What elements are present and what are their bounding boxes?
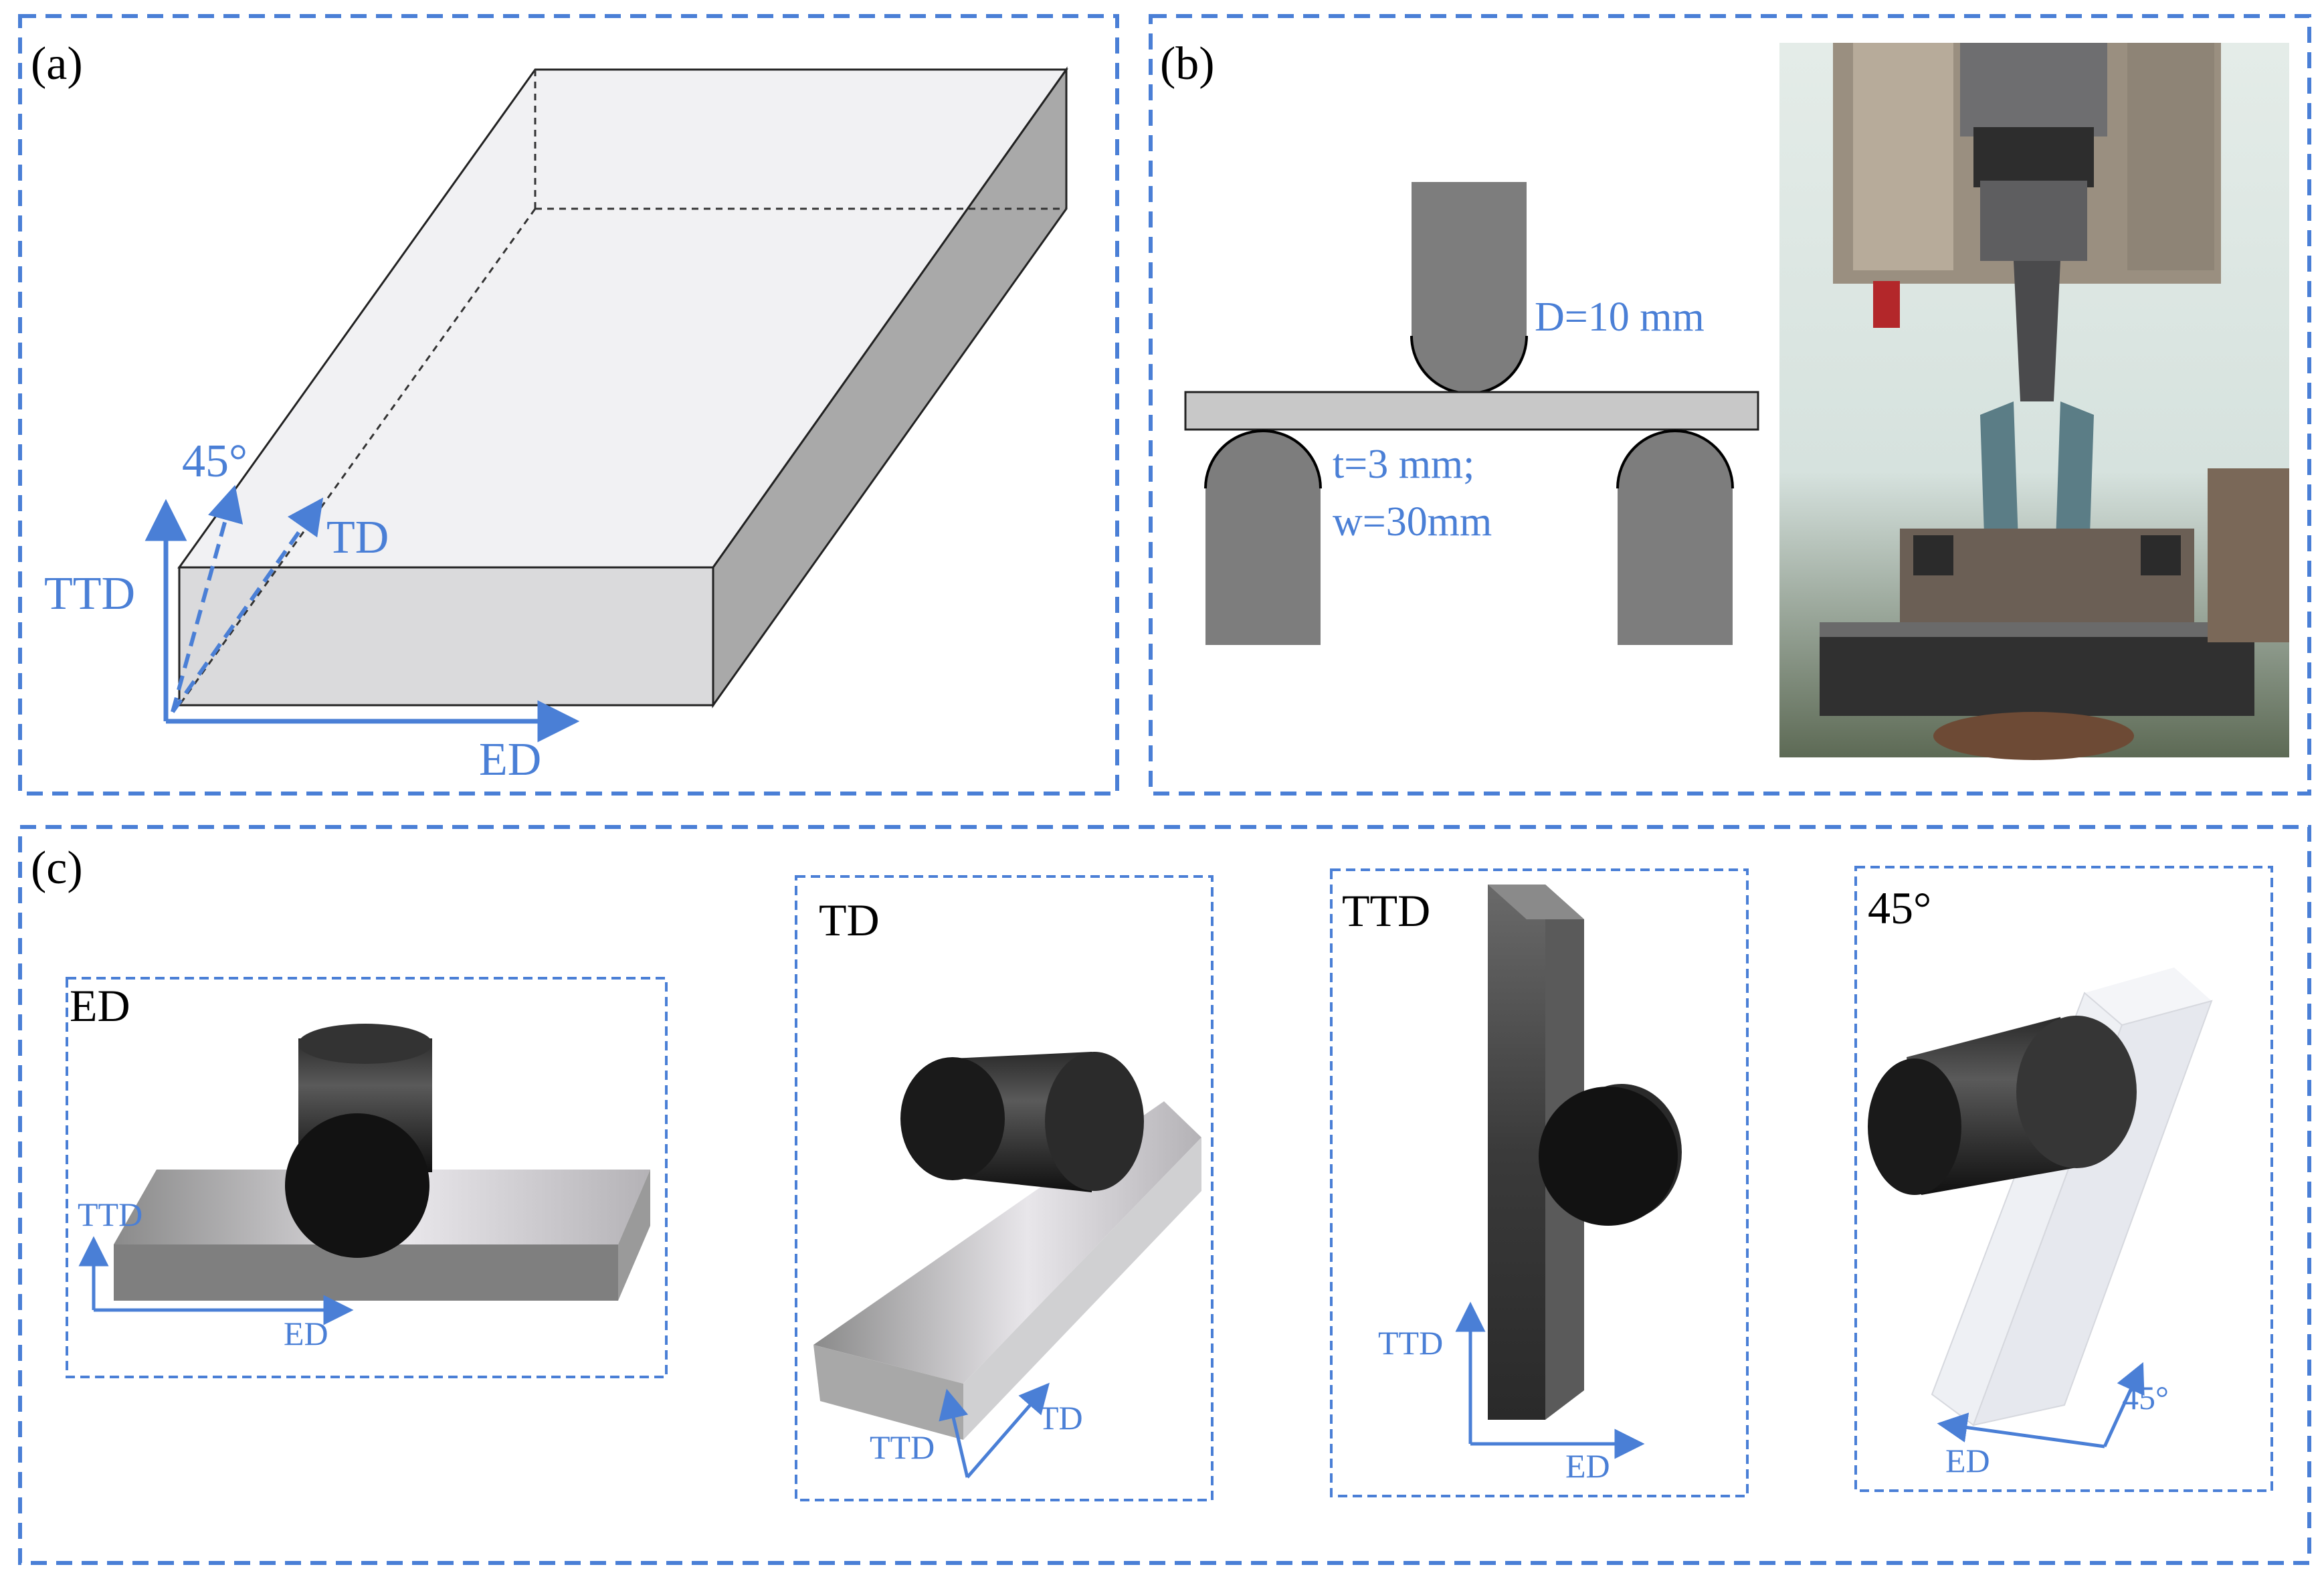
- axis-td-label: TD: [1038, 1399, 1083, 1437]
- specimen-bar: [1184, 391, 1759, 431]
- hidden-edge: [178, 208, 537, 706]
- cylinder-top: [298, 1024, 432, 1064]
- dir-td-arrow: [171, 497, 324, 713]
- axis-ttd-label: TTD: [1378, 1324, 1443, 1362]
- axis-ed-label: ED: [284, 1315, 328, 1352]
- subpanel-td-title: TD: [819, 895, 880, 945]
- subpanel-td: TD TTD TD: [795, 875, 1214, 1501]
- specimen-bar-end: [618, 1170, 650, 1301]
- specimen-bar: [1488, 885, 1545, 1420]
- ttd-axis-arrow: [939, 1388, 969, 1478]
- subpanel-ed-frame: [66, 977, 668, 1378]
- punch: [1412, 182, 1527, 393]
- axis-ed-label: ED: [1945, 1442, 1990, 1479]
- panel-a-label: (a): [31, 38, 83, 90]
- axis-ed-label: ED: [1565, 1447, 1610, 1485]
- panel-c: (c) ED TTD ED TD: [18, 825, 2311, 1565]
- panel-b-frame: [1149, 14, 2311, 796]
- plate-front-face: [178, 566, 714, 707]
- subpanel-ed: ED TTD ED: [66, 977, 668, 1378]
- subpanel-45: 45° 45° ED: [1854, 866, 2273, 1492]
- panel-c-frame: [18, 825, 2311, 1565]
- left-support: [1205, 431, 1321, 645]
- subpanel-ed-title: ED: [70, 980, 130, 1031]
- width-label: w=30mm: [1333, 499, 1492, 545]
- subpanel-ttd-title: TTD: [1342, 885, 1430, 936]
- axis-ttd-label: TTD: [78, 1196, 142, 1233]
- panel-a: (a) TTD ED TD 45°: [18, 14, 1119, 796]
- specimen-bar-side: [1972, 1000, 2213, 1426]
- dir-45-label: 45°: [182, 436, 248, 487]
- axis-ttd-label: TTD: [44, 568, 135, 620]
- left-support-outline: [1204, 430, 1322, 489]
- panel-a-frame: [18, 14, 1119, 796]
- specimen-bar-top: [1488, 885, 1584, 919]
- cylinder-back: [1868, 1058, 1961, 1195]
- dir-45-label: 45°: [2122, 1379, 2169, 1416]
- axis-ed-label: ED: [479, 734, 541, 785]
- subpanel-ttd-frame: [1330, 868, 1749, 1497]
- dir-td-label: TD: [326, 512, 389, 563]
- thickness-label: t=3 mm;: [1333, 442, 1474, 487]
- dir-45-arrow: [2103, 1362, 2145, 1448]
- cylinder-face: [285, 1113, 429, 1258]
- axis-ttd-label: TTD: [870, 1428, 935, 1466]
- subpanel-45-title: 45°: [1868, 883, 1931, 933]
- subpanel-ttd: TTD TTD ED: [1330, 868, 1749, 1497]
- right-support-outline: [1616, 430, 1734, 489]
- subpanel-45-frame: [1854, 866, 2273, 1492]
- cylinder-face: [1045, 1052, 1144, 1191]
- panel-c-label: (c): [31, 842, 83, 894]
- cylinder-face: [1539, 1087, 1678, 1226]
- cylinder-face: [2016, 1016, 2137, 1168]
- diameter-label: D=10 mm: [1535, 294, 1705, 340]
- specimen-bar-front: [813, 1345, 963, 1440]
- plate-block: [177, 66, 1068, 709]
- specimen-bar-top: [2085, 967, 2212, 1025]
- test-rig-photo: [1779, 43, 2289, 760]
- dir-45-arrow: [171, 484, 244, 713]
- subpanel-td-frame: [795, 875, 1214, 1501]
- ed-axis-arrow: [1937, 1412, 2105, 1449]
- td-axis-arrow: [966, 1382, 1050, 1479]
- panel-b-label: (b): [1160, 38, 1215, 90]
- cylinder-back: [900, 1057, 1005, 1180]
- right-support: [1618, 431, 1733, 645]
- specimen-bar-end: [963, 1137, 1201, 1440]
- panel-b: (b) D=10 mm t=3 mm; w=30mm: [1149, 14, 2311, 796]
